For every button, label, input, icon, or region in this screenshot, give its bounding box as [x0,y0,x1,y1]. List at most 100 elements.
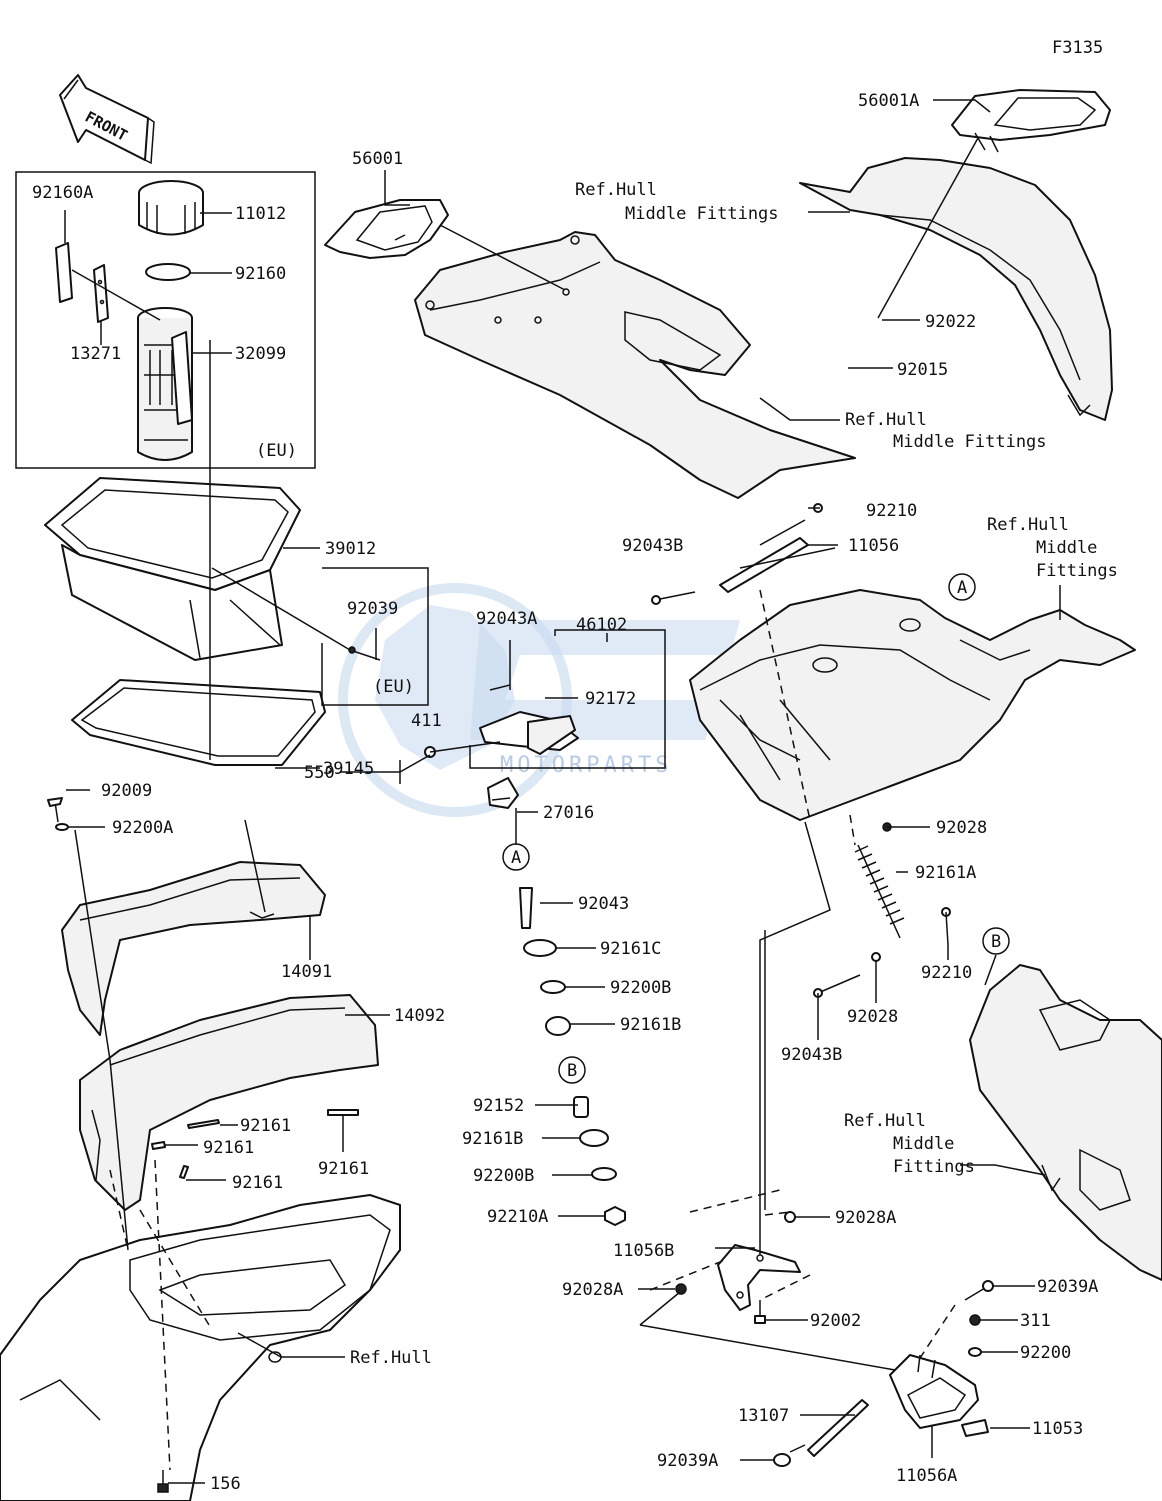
part-92160A-shape [55,242,73,303]
part-92161-shape-d [327,1109,359,1116]
part-32099-shape [137,307,193,461]
label-92039: 92039 [347,599,398,619]
marker-B-left [558,1056,586,1084]
part-ref-hull-fitting-upper [799,157,1113,421]
label-39145: 39145 [323,759,374,779]
part-ref-hull-fitting-center [414,231,856,499]
label-92043B-mid: 92043B [781,1045,842,1065]
label-92039A-1: 92039A [1037,1277,1098,1297]
marker-B-right-label: B [991,932,1001,952]
label-ref-hull-mid-2a: Ref.Hull [845,410,927,430]
part-92161-shape-c [179,1165,189,1179]
part-92210A-shape [604,1206,626,1226]
part-92028A-shape-2 [675,1283,687,1295]
part-11056A-shape [889,1354,979,1429]
part-13271-shape [93,264,109,323]
part-92161-shape-a [187,1119,220,1129]
part-ref-hull-fitting-lower [969,964,1162,1281]
label-92043: 92043 [578,894,629,914]
label-92200B-1: 92200B [610,978,671,998]
label-11056A: 11056A [896,1466,957,1486]
label-92161-a: 92161 [240,1116,291,1136]
label-92200: 92200 [1020,1343,1071,1363]
part-56001-shape [324,199,449,259]
label-ref-hull-mid-1b: Middle Fittings [625,204,779,224]
label-311: 311 [1020,1311,1051,1331]
label-92161-b: 92161 [203,1138,254,1158]
label-92160: 92160 [235,264,286,284]
part-92161-shape-b [151,1141,166,1150]
label-39012: 39012 [325,539,376,559]
part-156-shape [157,1470,169,1493]
label-550: 550 [304,763,335,783]
label-92039A-2: 92039A [657,1451,718,1471]
label-ref-hull-mid-4b: Middle [893,1134,954,1154]
label-92028-mid: 92028 [847,1007,898,1027]
label-ref-hull-mid-2b: Middle Fittings [893,432,1047,452]
part-14091-shape [61,861,326,1036]
label-92015: 92015 [897,360,948,380]
label-13271: 13271 [70,344,121,364]
part-92200-shape [968,1347,982,1357]
marker-B-left-label: B [567,1061,577,1081]
part-39145-shape [71,679,326,766]
label-92028A-2: 92028A [562,1280,623,1300]
label-32099: 32099 [235,344,286,364]
label-92161B-2: 92161B [462,1129,523,1149]
label-411: 411 [411,711,442,731]
label-92028-top: 92028 [936,818,987,838]
part-92200B-shape-2 [591,1167,617,1181]
label-56001A: 56001A [858,91,919,111]
part-92039A-shape-1 [964,1280,994,1301]
label-92043A: 92043A [476,609,537,629]
label-92161-c: 92161 [232,1173,283,1193]
part-ref-hull-fitting-deck [689,589,1136,821]
watermark-text: MOTORPARTS [500,753,672,778]
label-92161-d: 92161 [318,1159,369,1179]
part-92200A-shape [55,823,69,831]
part-ref-hull-shape [0,1194,401,1501]
label-92009: 92009 [101,781,152,801]
label-92152: 92152 [473,1096,524,1116]
marker-A-right-label: A [957,578,967,598]
watermark-logo [338,583,740,817]
marker-A-left-label: A [511,848,521,868]
part-11056-shape [719,537,809,593]
label-13107: 13107 [738,1406,789,1426]
label-92172: 92172 [585,689,636,709]
label-92002: 92002 [810,1311,861,1331]
label-92210-mid: 92210 [921,963,972,983]
label-11056B: 11056B [613,1241,674,1261]
label-14092: 14092 [394,1006,445,1026]
eu-small-bracket [321,567,429,706]
part-56001A-shape [951,89,1111,153]
figure-code: F3135 [1052,38,1103,58]
label-ref-hull-mid-4c: Fittings [893,1157,975,1177]
part-92028A-shape-1 [784,1211,796,1223]
bracket-46102 [469,629,666,769]
part-92039A-shape-2 [773,1444,806,1467]
label-92043B-top: 92043B [622,536,683,556]
part-11012-shape [138,180,204,236]
part-27016-shape [487,777,519,809]
part-92161C-shape [523,939,557,957]
label-ref-hull-mid-1a: Ref.Hull [575,180,657,200]
label-11012: 11012 [235,204,286,224]
label-ref-hull-mid-3b: Middle [1036,538,1097,558]
part-39012-shape [44,477,301,661]
front-arrow-icon: FRONT [59,74,155,165]
part-92152-shape [573,1096,589,1118]
part-311-shape [969,1314,981,1326]
part-92160-shape [145,263,191,281]
part-92200B-shape-1 [540,980,566,994]
label-ref-hull-mid-4a: Ref.Hull [844,1111,926,1131]
part-92161B-shape-1 [545,1016,571,1036]
label-eu-box: (EU) [256,441,297,461]
label-92028A-1: 92028A [835,1208,896,1228]
marker-A-right [948,573,976,601]
dashed-lines [109,589,956,1471]
label-156: 156 [210,1474,241,1494]
label-ref-hull: Ref.Hull [350,1348,432,1368]
part-92043B-shape-top [651,591,696,605]
